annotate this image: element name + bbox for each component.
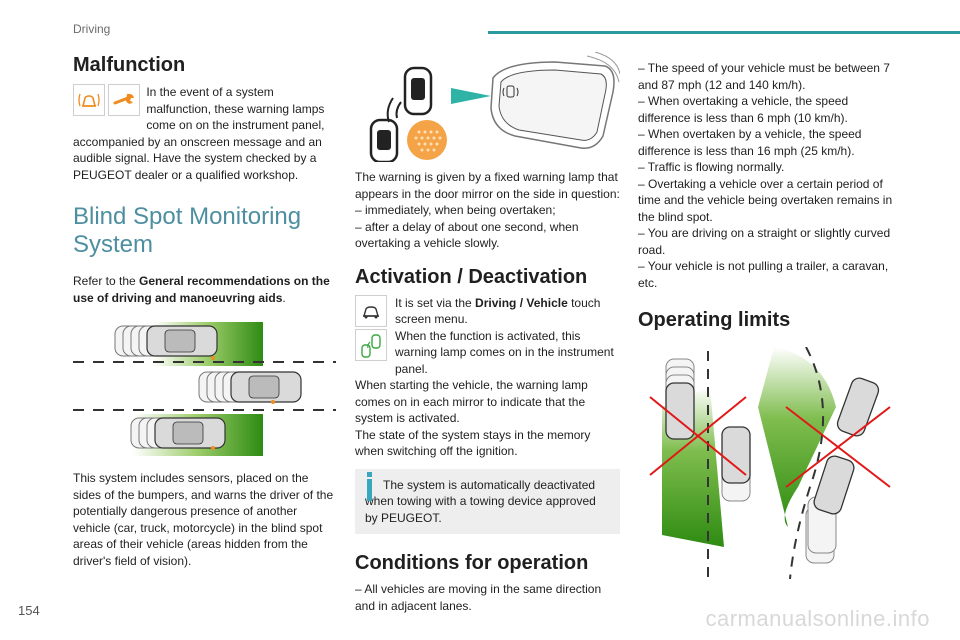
service-wrench-icon	[108, 84, 141, 116]
car-icon-rear	[403, 66, 433, 116]
malfunction-icons	[73, 84, 141, 116]
activation-block: It is set via the Driving / Vehicle touc…	[355, 294, 620, 378]
starting-text: When starting the vehicle, the warning l…	[355, 378, 588, 425]
warning-item-2: – after a delay of about one second, whe…	[355, 219, 579, 251]
mirror-lamp-icon	[502, 85, 519, 98]
malfunction-heading: Malfunction	[73, 54, 186, 76]
vehicle-menu-icon	[355, 294, 387, 327]
condition-item-8: – Your vehicle is not pulling a trailer,…	[638, 259, 889, 290]
condition-item-6: – Overtaking a vehicle over a certain pe…	[638, 176, 893, 224]
info-icon	[367, 478, 372, 501]
condition-item-2: – The speed of your vehicle must be betw…	[638, 61, 890, 92]
refer-link-text: General recommendations on the use of dr…	[73, 274, 330, 305]
condition-item-3: – When overtaking a vehicle, the speed d…	[638, 94, 849, 125]
warning-item-1: – immediately, when being overtaken;	[355, 203, 556, 217]
menu-path: Driving / Vehicle	[475, 295, 568, 310]
condition-item-5: – Traffic is flowing normally.	[638, 160, 785, 174]
activation-lamp-text: When the function is activated, this war…	[395, 328, 614, 376]
system-description: This system includes sensors, placed on …	[73, 471, 334, 568]
malfunction-block: In the event of a system malfunction, th…	[73, 84, 336, 183]
column-left: Malfunction In the event of a system mal…	[73, 52, 336, 569]
condition-item-4: – When overtaken by a vehicle, the speed…	[638, 127, 862, 158]
info-icon-dot	[367, 471, 372, 477]
column-middle: The warning is given by a fixed warning …	[355, 51, 621, 614]
activation-heading: Activation / Deactivation	[355, 265, 588, 288]
watermark: carmanualsonline.info	[705, 606, 930, 631]
malfunction-text: In the event of a system malfunction, th…	[73, 85, 325, 182]
memory-text: The state of the system stays in the mem…	[355, 427, 591, 459]
blind-spot-zones-illustration	[73, 322, 336, 458]
activation-text: It is set via the Driving / Vehicle touc…	[395, 295, 601, 327]
operating-limits-heading: Operating limits	[638, 309, 791, 331]
operating-limits-illustration	[638, 346, 900, 580]
info-text: The system is automatically deactivated …	[365, 477, 596, 525]
refer-text: Refer to the General recommendations on …	[73, 274, 330, 305]
header-accent-bar	[488, 31, 960, 34]
page-number: 154	[18, 603, 40, 618]
info-note: The system is automatically deactivated …	[355, 468, 620, 534]
blind-spot-warning-icon	[73, 84, 105, 116]
bsm-heading: Blind Spot Monitoring System	[73, 203, 302, 258]
activation-icons	[355, 294, 389, 361]
conditions-heading: Conditions for operation	[355, 552, 589, 574]
blind-spot-active-lamp-icon	[355, 328, 387, 361]
column-right: – The speed of your vehicle must be betw…	[638, 60, 900, 580]
mirror-warning-illustration	[355, 51, 621, 164]
warning-text: The warning is given by a fixed warning …	[355, 170, 620, 201]
conditions-item-1: – All vehicles are moving in the same di…	[355, 582, 602, 613]
condition-item-7: – You are driving on a straight or sligh…	[638, 226, 891, 257]
running-header: Driving	[73, 22, 111, 36]
